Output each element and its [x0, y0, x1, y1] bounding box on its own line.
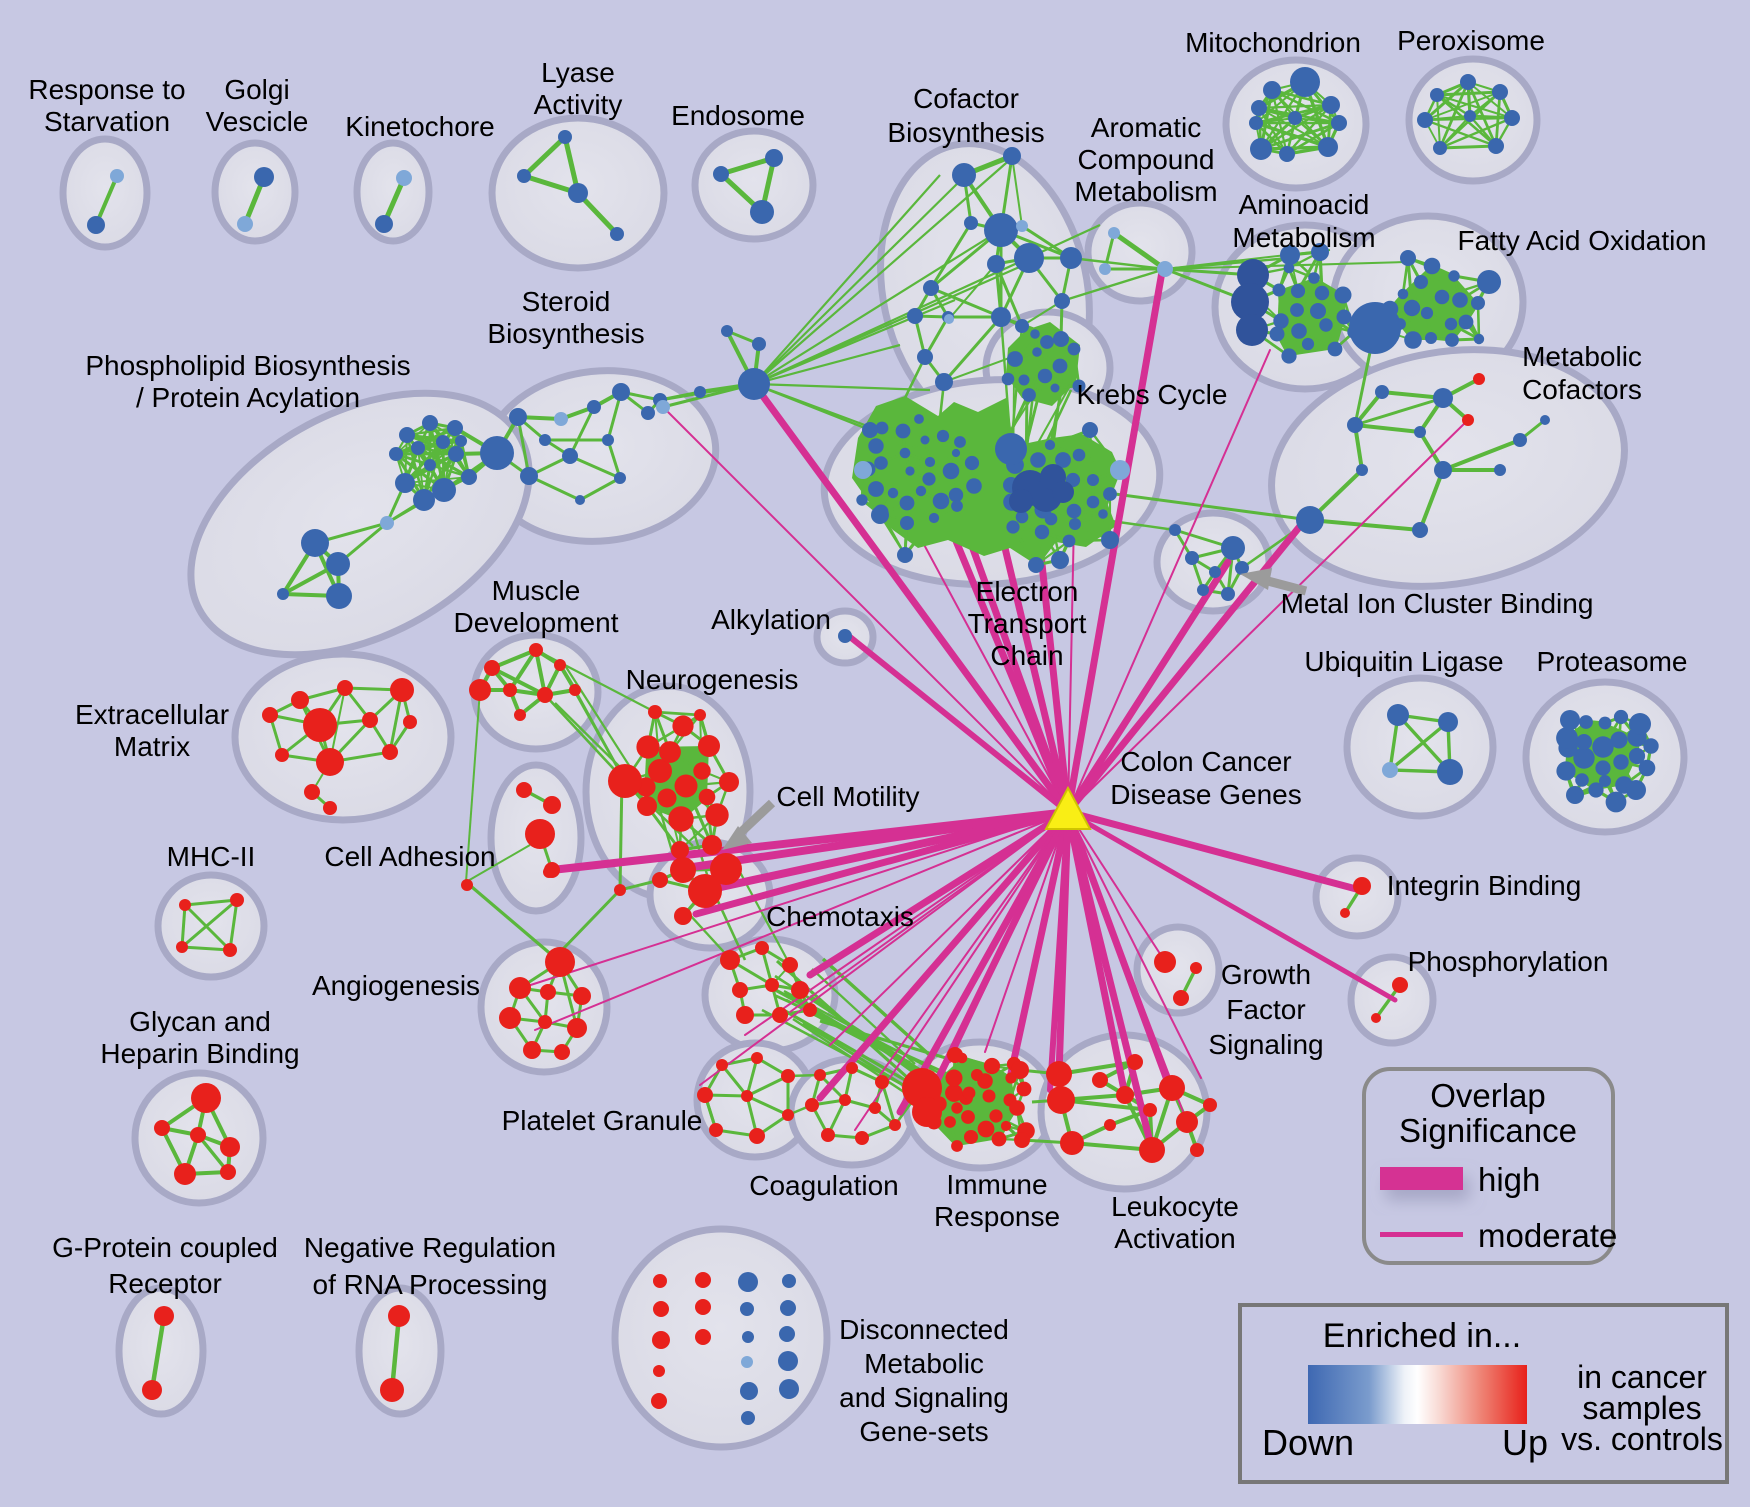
svg-text:Cell Motility: Cell Motility — [776, 781, 919, 812]
svg-text:samples: samples — [1582, 1390, 1701, 1426]
svg-text:Down: Down — [1262, 1422, 1354, 1463]
svg-text:Platelet Granule: Platelet Granule — [502, 1105, 703, 1136]
svg-text:Negative Regulation: Negative Regulation — [304, 1232, 556, 1263]
svg-text:Peroxisome: Peroxisome — [1397, 25, 1545, 56]
svg-text:Colon Cancer: Colon Cancer — [1120, 746, 1291, 777]
svg-text:MHC-II: MHC-II — [167, 841, 256, 872]
svg-text:high: high — [1478, 1161, 1540, 1198]
svg-text:Coagulation: Coagulation — [749, 1170, 898, 1201]
svg-text:Disconnected: Disconnected — [839, 1314, 1009, 1345]
svg-text:Metabolism: Metabolism — [1074, 176, 1217, 207]
svg-text:Biosynthesis: Biosynthesis — [887, 117, 1044, 148]
svg-text:Steroid: Steroid — [522, 286, 611, 317]
svg-text:Metabolic: Metabolic — [1522, 341, 1642, 372]
svg-text:Kinetochore: Kinetochore — [345, 111, 494, 142]
svg-text:Aminoacid: Aminoacid — [1239, 189, 1370, 220]
svg-text:Mitochondrion: Mitochondrion — [1185, 27, 1361, 58]
svg-text:Muscle: Muscle — [492, 575, 581, 606]
svg-text:Activation: Activation — [1114, 1223, 1235, 1254]
svg-text:Metabolic: Metabolic — [864, 1348, 984, 1379]
svg-text:Activity: Activity — [534, 89, 623, 120]
svg-text:Cofactor: Cofactor — [913, 83, 1019, 114]
svg-text:Transport: Transport — [968, 608, 1087, 639]
svg-text:Chain: Chain — [990, 640, 1063, 671]
svg-text:Extracellular: Extracellular — [75, 699, 229, 730]
svg-text:Endosome: Endosome — [671, 100, 805, 131]
svg-text:Aromatic: Aromatic — [1091, 112, 1201, 143]
svg-text:Vescicle: Vescicle — [206, 106, 309, 137]
svg-text:Phospholipid Biosynthesis: Phospholipid Biosynthesis — [85, 350, 410, 381]
svg-text:Heparin Binding: Heparin Binding — [100, 1038, 299, 1069]
svg-text:Chemotaxis: Chemotaxis — [766, 901, 914, 932]
svg-text:vs. controls: vs. controls — [1561, 1421, 1723, 1457]
svg-text:Signaling: Signaling — [1208, 1029, 1323, 1060]
svg-text:Neurogenesis: Neurogenesis — [626, 664, 799, 695]
svg-text:Metal Ion Cluster Binding: Metal Ion Cluster Binding — [1281, 588, 1594, 619]
svg-text:Immune: Immune — [946, 1169, 1047, 1200]
svg-text:Proteasome: Proteasome — [1537, 646, 1688, 677]
svg-text:of RNA Processing: of RNA Processing — [313, 1269, 548, 1300]
svg-text:Fatty Acid Oxidation: Fatty Acid Oxidation — [1457, 225, 1706, 256]
svg-text:Gene-sets: Gene-sets — [859, 1416, 988, 1447]
svg-text:Glycan and: Glycan and — [129, 1006, 271, 1037]
svg-text:Leukocyte: Leukocyte — [1111, 1191, 1239, 1222]
svg-text:Compound: Compound — [1078, 144, 1215, 175]
svg-text:Overlap: Overlap — [1430, 1077, 1546, 1114]
svg-text:Ubiquitin Ligase: Ubiquitin Ligase — [1304, 646, 1503, 677]
svg-text:Matrix: Matrix — [114, 731, 190, 762]
svg-text:Integrin Binding: Integrin Binding — [1387, 870, 1582, 901]
svg-text:Phosphorylation: Phosphorylation — [1408, 946, 1609, 977]
svg-text:Lyase: Lyase — [541, 57, 615, 88]
svg-text:Cofactors: Cofactors — [1522, 374, 1642, 405]
svg-text:Starvation: Starvation — [44, 106, 170, 137]
svg-text:Disease Genes: Disease Genes — [1110, 779, 1301, 810]
svg-text:Alkylation: Alkylation — [711, 604, 831, 635]
svg-text:Metabolism: Metabolism — [1232, 222, 1375, 253]
svg-text:moderate: moderate — [1478, 1217, 1617, 1254]
svg-text:Krebs Cycle: Krebs Cycle — [1077, 379, 1228, 410]
svg-text:and Signaling: and Signaling — [839, 1382, 1009, 1413]
svg-text:Response to: Response to — [28, 74, 185, 105]
svg-text:Up: Up — [1502, 1422, 1548, 1463]
svg-text:Biosynthesis: Biosynthesis — [487, 318, 644, 349]
svg-text:Cell Adhesion: Cell Adhesion — [324, 841, 495, 872]
svg-text:Significance: Significance — [1399, 1112, 1577, 1149]
svg-text:Enriched in...: Enriched in... — [1323, 1317, 1521, 1355]
svg-text:/ Protein Acylation: / Protein Acylation — [136, 382, 360, 413]
svg-text:Factor: Factor — [1226, 994, 1305, 1025]
svg-text:Golgi: Golgi — [224, 74, 289, 105]
svg-text:Receptor: Receptor — [108, 1268, 222, 1299]
svg-text:Electron: Electron — [976, 576, 1079, 607]
svg-text:Development: Development — [454, 607, 619, 638]
svg-text:in cancer: in cancer — [1577, 1359, 1707, 1395]
svg-text:Angiogenesis: Angiogenesis — [312, 970, 480, 1001]
svg-text:Response: Response — [934, 1201, 1060, 1232]
svg-text:Growth: Growth — [1221, 959, 1311, 990]
svg-text:G-Protein coupled: G-Protein coupled — [52, 1232, 278, 1263]
